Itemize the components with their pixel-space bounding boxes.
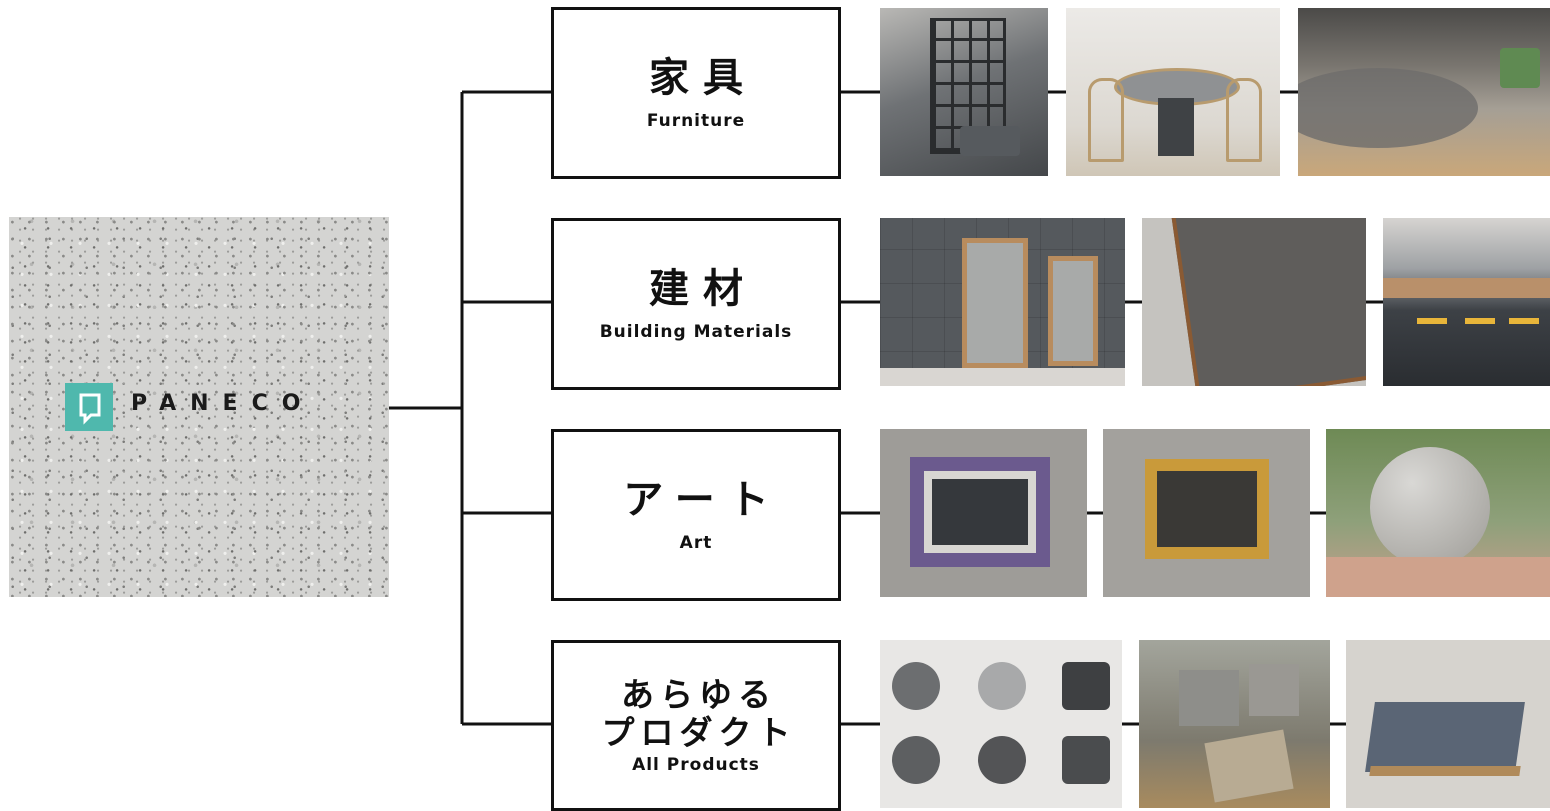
category-all-products-box: あらゆる プロダクト All Products	[551, 640, 841, 811]
category-building-materials-en: Building Materials	[599, 322, 793, 342]
sphere-sculpture-photo	[1326, 429, 1550, 597]
category-furniture-box: 家具 Furniture	[551, 7, 841, 179]
category-art-jp: アート	[623, 477, 783, 523]
gold-frame-art-photo	[1103, 429, 1310, 597]
category-furniture-en: Furniture	[646, 111, 746, 131]
category-building-materials-jp: 建材	[649, 266, 757, 312]
shelving-furniture-photo	[880, 8, 1048, 176]
category-building-materials-box: 建材 Building Materials	[551, 218, 841, 390]
tray-box-photo	[1346, 640, 1550, 808]
lounge-interior-photo	[1298, 8, 1550, 176]
category-all-products-jp: あらゆる プロダクト	[601, 674, 797, 752]
planter-pots-photo	[1139, 640, 1330, 808]
wall-clocks-photo	[880, 640, 1122, 808]
bar-counter-photo	[1383, 218, 1550, 386]
paneco-logo-icon	[65, 383, 113, 431]
paneco-material-tile: PANECO	[9, 217, 389, 597]
round-table-chairs-photo	[1066, 8, 1280, 176]
category-art-en: Art	[679, 533, 713, 553]
panel-edge-photo	[1142, 218, 1366, 386]
category-art-box: アート Art	[551, 429, 841, 601]
store-facade-photo	[880, 218, 1125, 386]
category-furniture-jp: 家具	[649, 55, 757, 101]
paneco-logo-text: PANECO	[131, 391, 315, 416]
category-all-products-en: All Products	[632, 755, 760, 776]
framed-art-purple-photo	[880, 429, 1087, 597]
